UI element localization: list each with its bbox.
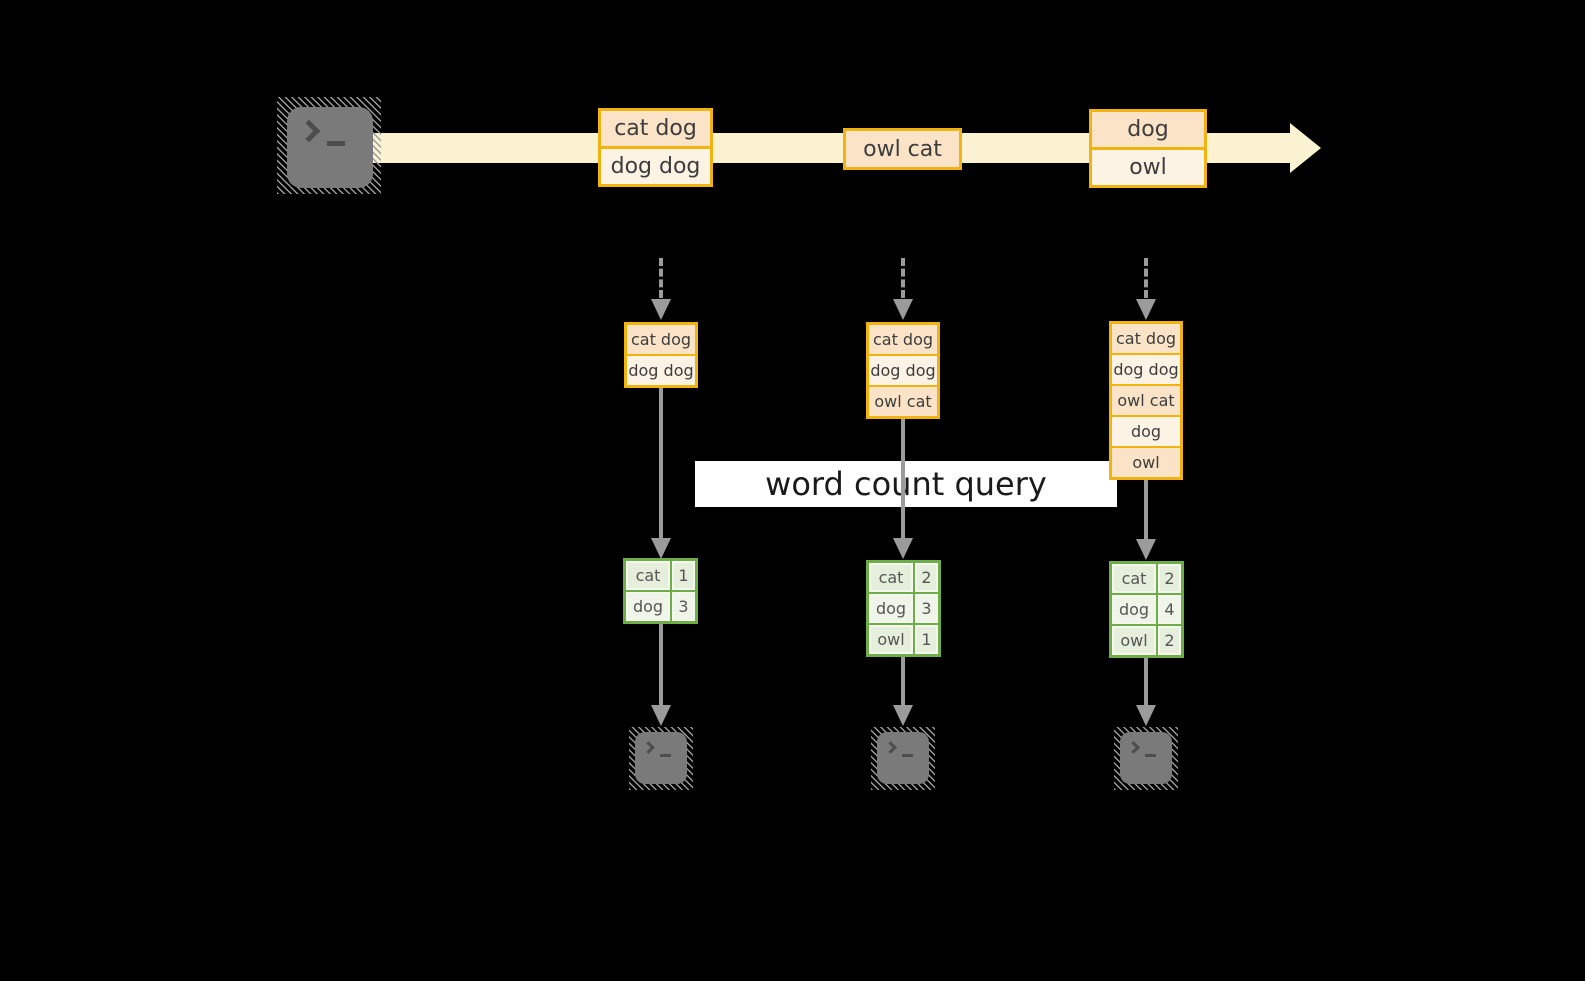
state-row: cat dog — [1112, 324, 1180, 353]
prompt-chevron-icon — [642, 741, 655, 754]
count-cell: 2 — [1156, 564, 1181, 593]
arrowhead-icon — [1136, 539, 1156, 560]
batch-box-2: owl cat — [843, 128, 962, 170]
result-table-2: cat 2 dog 3 owl 1 — [866, 560, 941, 657]
word-cell: cat — [1112, 564, 1156, 593]
prompt-chevron-icon — [297, 119, 321, 143]
source-terminal-icon — [287, 107, 373, 188]
batch-to-state-arrow — [901, 258, 905, 298]
state-row: owl — [1112, 446, 1180, 477]
arrowhead-icon — [1136, 705, 1156, 726]
batch-to-state-arrow — [1144, 258, 1148, 298]
arrowhead-icon — [651, 538, 671, 559]
event-cell: dog dog — [601, 146, 710, 184]
arrowhead-icon — [651, 705, 671, 726]
state-box-3: cat dog dog dog owl cat dog owl — [1109, 321, 1183, 480]
arrowhead-icon — [893, 538, 913, 559]
word-cell: owl — [1112, 626, 1156, 655]
sink-terminal-icon — [635, 732, 687, 784]
arrowhead-icon — [651, 299, 671, 320]
state-row: dog dog — [1112, 353, 1180, 384]
count-cell: 3 — [670, 592, 695, 621]
state-to-result-arrow — [659, 386, 663, 539]
batch-box-1: cat dog dog dog — [598, 108, 713, 187]
prompt-cursor-icon — [1145, 754, 1156, 757]
count-cell: 2 — [913, 563, 938, 592]
state-row: dog — [1112, 415, 1180, 446]
stream-arrowhead-icon — [1290, 123, 1321, 173]
state-row: cat dog — [869, 325, 937, 354]
prompt-cursor-icon — [902, 754, 913, 757]
result-to-sink-arrow — [901, 657, 905, 706]
batch-to-state-arrow — [659, 258, 663, 298]
state-row: dog dog — [627, 354, 695, 385]
event-cell: owl cat — [846, 131, 959, 167]
word-cell: dog — [626, 592, 670, 621]
table-row: cat 2 — [1112, 564, 1181, 593]
result-to-sink-arrow — [1144, 658, 1148, 706]
table-row: dog 3 — [869, 592, 938, 623]
table-row: cat 2 — [869, 563, 938, 592]
arrowhead-icon — [1136, 299, 1156, 320]
table-row: owl 2 — [1112, 624, 1181, 655]
state-row: dog dog — [869, 354, 937, 385]
count-cell: 4 — [1156, 595, 1181, 624]
arrowhead-icon — [893, 299, 913, 320]
prompt-cursor-icon — [660, 754, 671, 757]
count-cell: 2 — [1156, 626, 1181, 655]
arrowhead-icon — [893, 705, 913, 726]
event-cell: cat dog — [601, 111, 710, 146]
sink-terminal-icon — [877, 732, 929, 784]
table-row: dog 4 — [1112, 593, 1181, 624]
state-row: owl cat — [1112, 384, 1180, 415]
event-cell: dog — [1092, 112, 1204, 147]
sink-terminal-icon — [1120, 732, 1172, 784]
batch-box-3: dog owl — [1089, 109, 1207, 188]
state-row: owl cat — [869, 385, 937, 416]
state-to-result-arrow — [1144, 480, 1148, 540]
state-to-result-arrow — [901, 416, 905, 539]
prompt-cursor-icon — [327, 141, 345, 146]
result-table-1: cat 1 dog 3 — [623, 558, 698, 624]
query-label: word count query — [765, 465, 1047, 503]
word-cell: owl — [869, 625, 913, 654]
state-row: cat dog — [627, 325, 695, 354]
count-cell: 1 — [670, 561, 695, 590]
state-box-1: cat dog dog dog — [624, 322, 698, 388]
count-cell: 1 — [913, 625, 938, 654]
query-banner: word count query — [695, 461, 1117, 507]
state-box-2: cat dog dog dog owl cat — [866, 322, 940, 419]
table-row: cat 1 — [626, 561, 695, 590]
word-cell: cat — [626, 561, 670, 590]
word-cell: dog — [869, 594, 913, 623]
result-table-3: cat 2 dog 4 owl 2 — [1109, 561, 1184, 658]
prompt-chevron-icon — [884, 741, 897, 754]
prompt-chevron-icon — [1127, 741, 1140, 754]
event-cell: owl — [1092, 147, 1204, 185]
table-row: dog 3 — [626, 590, 695, 621]
count-cell: 3 — [913, 594, 938, 623]
table-row: owl 1 — [869, 623, 938, 654]
word-cell: dog — [1112, 595, 1156, 624]
word-cell: cat — [869, 563, 913, 592]
result-to-sink-arrow — [659, 624, 663, 706]
